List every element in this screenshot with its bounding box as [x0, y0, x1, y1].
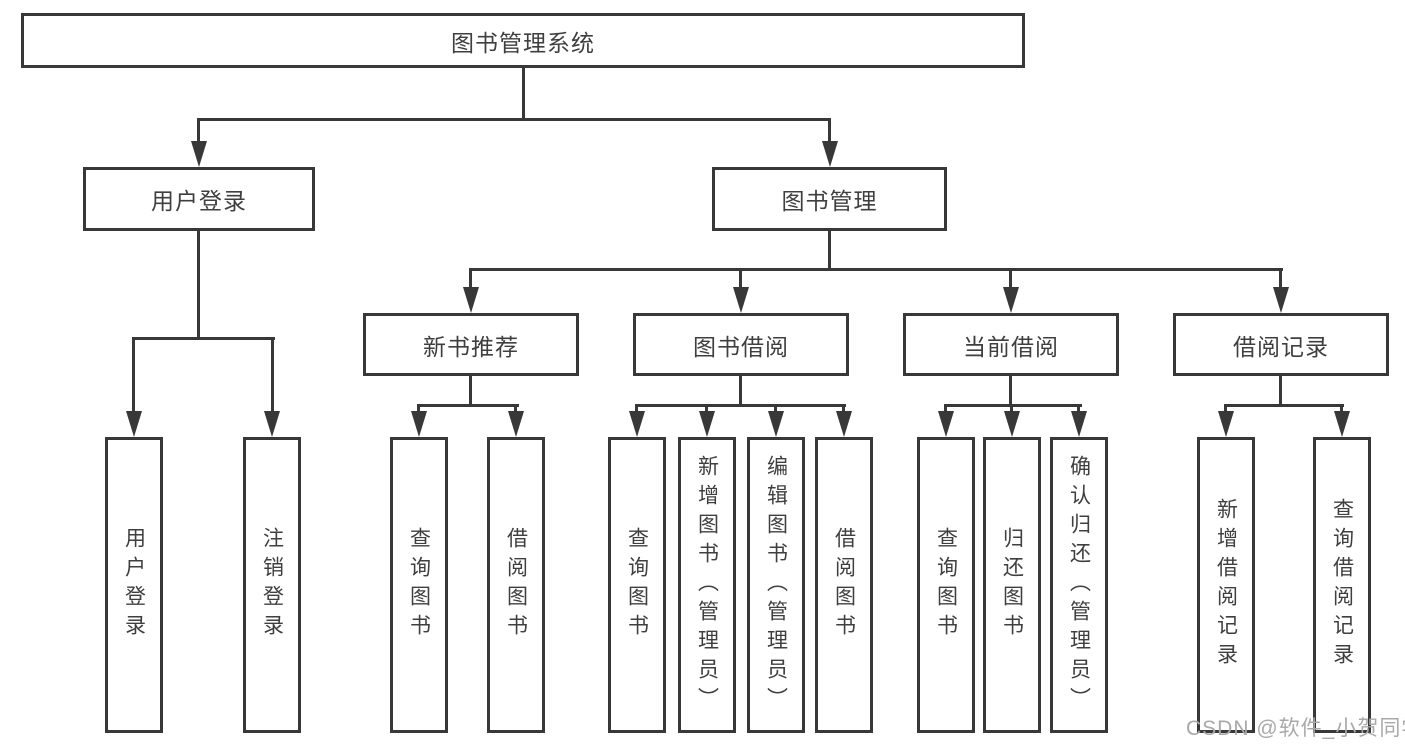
leaf-confirm-return-admin-label: 确认归还（管理员） — [1067, 454, 1091, 716]
node-user-login-label: 用户登录 — [151, 188, 247, 214]
leaf-user-login: 用户登录 — [105, 437, 163, 733]
arrowhead — [733, 287, 749, 313]
node-book-borrow: 图书借阅 — [633, 313, 849, 376]
node-user-login: 用户登录 — [83, 167, 315, 231]
arrowhead — [768, 411, 784, 437]
node-root-label: 图书管理系统 — [451, 29, 595, 56]
leaf-query-books-recommend-label: 查询图书 — [407, 527, 431, 643]
arrowhead — [699, 411, 715, 437]
connector-line — [1009, 376, 1012, 406]
connector-line — [1009, 268, 1012, 292]
leaf-query-borrow-record: 查询借阅记录 — [1313, 437, 1371, 733]
node-borrow-records-label: 借阅记录 — [1233, 333, 1329, 360]
arrowhead — [508, 411, 524, 437]
connector-line — [417, 404, 519, 407]
connector-line — [522, 68, 525, 118]
arrowhead — [126, 411, 142, 437]
arrowhead — [1334, 411, 1350, 437]
connector-line — [271, 337, 274, 415]
arrowhead — [411, 411, 427, 437]
connector-line — [635, 404, 638, 416]
connector-line — [514, 404, 517, 416]
connector-line — [842, 404, 845, 416]
leaf-query-books-borrow: 查询图书 — [608, 437, 666, 733]
connector-line — [469, 376, 472, 406]
arrowhead — [938, 411, 954, 437]
leaf-borrow-books: 借阅图书 — [815, 437, 873, 733]
leaf-add-borrow-record: 新增借阅记录 — [1197, 437, 1255, 733]
node-new-book-recommend: 新书推荐 — [363, 313, 579, 376]
connector-line — [417, 404, 420, 416]
node-current-borrow: 当前借阅 — [903, 313, 1119, 376]
connector-line — [1010, 404, 1013, 416]
leaf-query-borrow-record-label: 查询借阅记录 — [1330, 498, 1354, 672]
leaf-add-books-admin: 新增图书（管理员） — [678, 437, 736, 733]
connector-line — [739, 376, 742, 406]
connector-line — [197, 231, 200, 337]
connector-line — [132, 337, 275, 340]
connector-line — [705, 404, 708, 416]
leaf-borrow-books-recommend-label: 借阅图书 — [504, 527, 528, 643]
leaf-return-books-label: 归还图书 — [1000, 527, 1024, 643]
leaf-borrow-books-label: 借阅图书 — [832, 527, 856, 643]
connector-line — [1224, 404, 1227, 416]
node-book-management: 图书管理 — [712, 167, 947, 231]
leaf-confirm-return-admin: 确认归还（管理员） — [1050, 437, 1108, 733]
leaf-logout-label: 注销登录 — [260, 527, 284, 643]
connector-line — [469, 268, 1283, 271]
connector-line — [739, 268, 742, 292]
node-book-management-label: 图书管理 — [781, 188, 878, 214]
leaf-logout: 注销登录 — [243, 437, 301, 733]
leaf-user-login-label: 用户登录 — [122, 527, 146, 643]
connector-line — [944, 404, 947, 416]
node-borrow-records: 借阅记录 — [1173, 313, 1389, 376]
arrowhead — [191, 141, 207, 167]
arrowhead — [1003, 287, 1019, 313]
arrowhead — [1218, 411, 1234, 437]
connector-line — [197, 118, 831, 121]
connector-line — [197, 118, 200, 146]
connector-line — [469, 268, 472, 292]
leaf-query-books-current: 查询图书 — [917, 437, 975, 733]
leaf-add-books-admin-label: 新增图书（管理员） — [695, 454, 719, 716]
connector-line — [828, 118, 831, 146]
csdn-watermark: CSDN @软件_小贺同学 — [1186, 717, 1405, 740]
connector-line — [1279, 268, 1282, 292]
node-new-book-recommend-label: 新书推荐 — [423, 333, 519, 360]
connector-line — [132, 337, 135, 415]
connector-line — [944, 404, 1082, 407]
leaf-query-books-current-label: 查询图书 — [934, 527, 958, 643]
arrowhead — [836, 411, 852, 437]
leaf-query-books-recommend: 查询图书 — [390, 437, 448, 733]
arrowhead — [1004, 411, 1020, 437]
leaf-borrow-books-recommend: 借阅图书 — [487, 437, 545, 733]
connector-line — [774, 404, 777, 416]
arrowhead — [822, 141, 838, 167]
leaf-return-books: 归还图书 — [983, 437, 1041, 733]
arrowhead — [629, 411, 645, 437]
arrowhead — [1071, 411, 1087, 437]
arrowhead — [463, 287, 479, 313]
connector-line — [828, 231, 831, 268]
connector-line — [1224, 404, 1344, 407]
arrowhead — [1273, 287, 1289, 313]
leaf-add-borrow-record-label: 新增借阅记录 — [1214, 498, 1238, 672]
node-current-borrow-label: 当前借阅 — [963, 333, 1059, 360]
connector-line — [1340, 404, 1343, 416]
node-root: 图书管理系统 — [21, 13, 1025, 68]
leaf-query-books-borrow-label: 查询图书 — [625, 527, 649, 643]
connector-line — [1077, 404, 1080, 416]
leaf-edit-books-admin: 编辑图书（管理员） — [747, 437, 805, 733]
arrowhead — [264, 411, 280, 437]
connector-line — [1279, 376, 1282, 406]
node-book-borrow-label: 图书借阅 — [693, 333, 789, 360]
leaf-edit-books-admin-label: 编辑图书（管理员） — [764, 454, 788, 716]
connector-line — [635, 404, 846, 407]
